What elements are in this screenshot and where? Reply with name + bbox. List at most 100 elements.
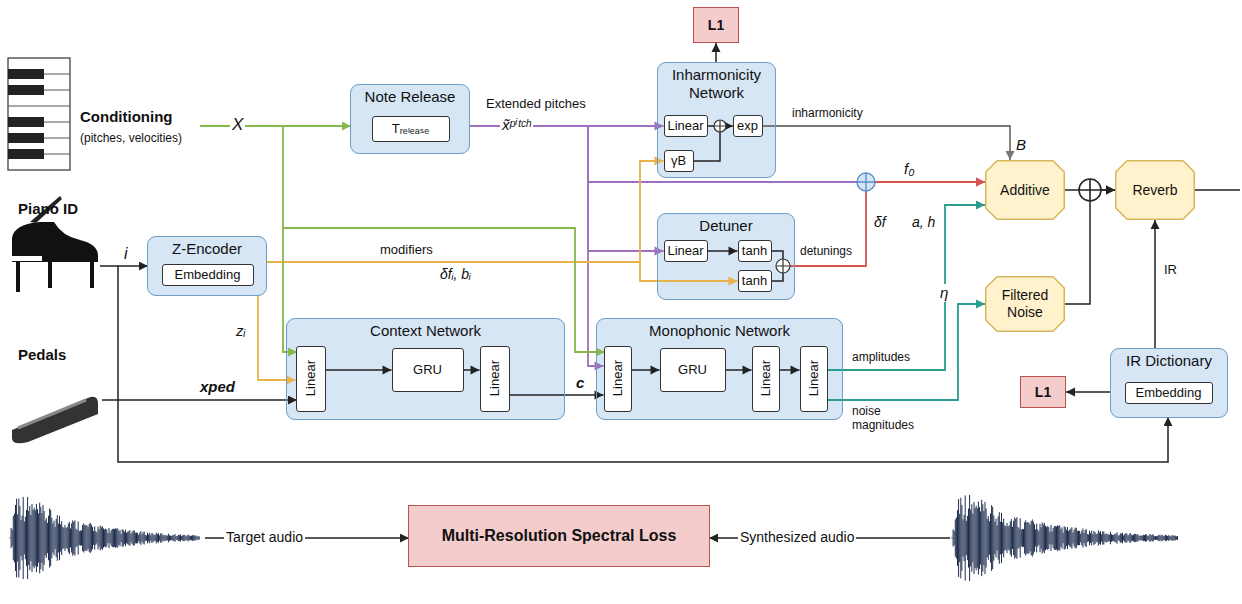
layer-box: Linear xyxy=(664,240,708,262)
text-label: X xyxy=(230,115,245,135)
box-fill xyxy=(286,318,565,420)
box-title: Z-Encoder xyxy=(172,240,242,258)
text-label: f₀ xyxy=(904,160,915,178)
box-fill xyxy=(350,84,470,154)
box-title: Note Release xyxy=(365,88,456,106)
sum-plus xyxy=(714,120,726,132)
octagon-shape xyxy=(986,161,1065,220)
loss-box: L1 xyxy=(1020,376,1066,408)
connector xyxy=(828,304,986,400)
connector xyxy=(258,296,296,380)
pedal-highlight xyxy=(18,400,86,428)
loss-box: Multi-Resolution Spectral Loss xyxy=(408,505,710,567)
box-fill xyxy=(657,62,776,178)
arrowhead xyxy=(655,122,664,131)
piano-id-wire xyxy=(118,266,1168,462)
connector xyxy=(1065,190,1115,304)
connector xyxy=(510,394,604,396)
arrowhead xyxy=(976,201,985,210)
loss-box: L1 xyxy=(693,7,739,43)
network-box: Z-EncoderEmbedding xyxy=(147,236,267,296)
edge-label: η xyxy=(938,284,950,302)
arrowhead xyxy=(383,366,392,375)
box-label: Embedding xyxy=(175,267,241,283)
text-label: amplitudes xyxy=(852,350,910,364)
arrowhead xyxy=(712,43,721,52)
piano-keys xyxy=(12,256,42,261)
box-label: Linear xyxy=(758,360,774,396)
arrowhead xyxy=(729,247,738,256)
synth-module: Filtered Noise xyxy=(985,276,1065,332)
audio-waveform xyxy=(952,495,1178,581)
box-title: Monophonic Network xyxy=(649,322,790,340)
box-label: γB xyxy=(671,153,686,169)
network-box: Note ReleaseTᵣₑₗₑₐₛₑ xyxy=(350,84,470,154)
layer-box: Linear xyxy=(800,346,828,412)
sum-plus xyxy=(776,259,790,273)
arrowhead xyxy=(743,366,752,375)
arrowhead xyxy=(655,247,664,256)
arrowhead xyxy=(1151,220,1160,229)
box-label: tanh xyxy=(742,273,767,289)
text-label: Synthesized audio xyxy=(738,529,856,546)
box-label: Linear xyxy=(487,360,503,396)
layer-box: Tᵣₑₗₑₐₛₑ xyxy=(372,116,450,142)
text-label: Extended pitches xyxy=(486,96,586,112)
audio-waveform xyxy=(10,497,199,579)
text-label: Pedals xyxy=(18,346,66,364)
connector xyxy=(763,126,1011,160)
edge-label: inharmonicity xyxy=(790,106,865,120)
conditioning-wire xyxy=(283,228,604,352)
arrowhead xyxy=(976,178,985,187)
network-box: Context NetworkLinearGRULinear xyxy=(286,318,565,420)
edge-label: δf xyxy=(872,214,888,231)
sum-plus xyxy=(857,173,875,191)
arrowhead xyxy=(1106,186,1115,195)
pedal-icon xyxy=(12,397,98,443)
layer-box: GRU xyxy=(392,348,464,392)
edge-label: a, h xyxy=(910,214,937,231)
box-fills xyxy=(147,62,1228,420)
edge-label: c xyxy=(574,374,586,392)
sum-circle xyxy=(1079,179,1101,201)
text-label: Target audio xyxy=(224,529,305,546)
octagon-shape xyxy=(986,277,1065,332)
piano-id-wire xyxy=(100,265,147,267)
box-label: Multi-Resolution Spectral Loss xyxy=(442,526,677,545)
edge-label: IR xyxy=(1162,262,1179,278)
text-label: Conditioning xyxy=(80,108,172,126)
box-label: Linear xyxy=(667,118,703,134)
arrowhead xyxy=(651,366,660,375)
connector xyxy=(470,126,985,182)
sum-circle xyxy=(857,173,875,191)
text-label: modifiers xyxy=(380,242,433,258)
box-fill xyxy=(596,318,843,420)
arrowhead xyxy=(655,157,664,166)
layer-box: Linear xyxy=(752,346,780,412)
connector xyxy=(1154,220,1156,348)
box-label: exp xyxy=(737,118,758,134)
waveforms xyxy=(10,495,1178,581)
connector xyxy=(267,262,738,281)
network-box: DetunerLineartanhtanh xyxy=(657,213,795,300)
connector xyxy=(470,126,664,251)
arrowhead xyxy=(471,366,480,375)
box-label: GRU xyxy=(413,362,442,378)
output-wire xyxy=(1195,189,1240,191)
connector xyxy=(828,205,986,370)
pedal-wire xyxy=(102,399,296,401)
network-box: Monophonic NetworkLinear GRU Linear Linear xyxy=(596,318,843,420)
arrowhead xyxy=(976,178,985,187)
text-label: xped xyxy=(200,378,235,396)
arrowhead xyxy=(729,277,738,286)
text-label: (pitches, velocities) xyxy=(80,131,182,145)
layer-box: GRU xyxy=(660,348,726,392)
text-label: B xyxy=(1016,136,1026,154)
keyboard-icon xyxy=(8,58,70,170)
box-title: Context Network xyxy=(370,322,481,340)
connector xyxy=(795,182,985,266)
box-label: Tᵣₑₗₑₐₛₑ xyxy=(392,121,429,137)
layer-box: Linear xyxy=(604,346,632,412)
connector xyxy=(267,161,664,262)
box-label: Reverb xyxy=(1126,182,1183,199)
